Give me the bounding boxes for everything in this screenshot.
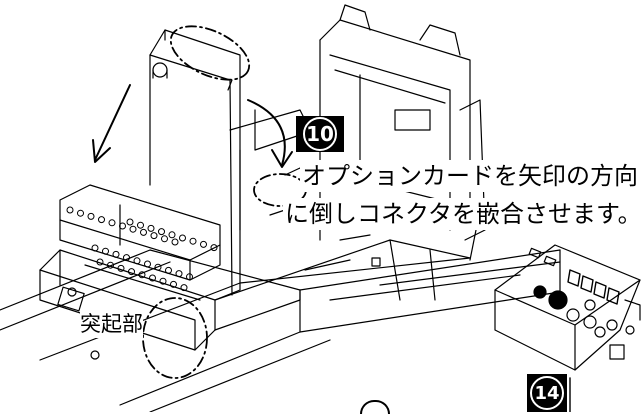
terminal-screw (126, 218, 134, 226)
terminal-screw (147, 224, 155, 232)
step-badge-main-number: 10 (303, 117, 337, 151)
down-arrowhead (92, 139, 111, 163)
terminal-screw (96, 258, 104, 266)
seven-seg-display (567, 269, 620, 305)
curved-arrow (247, 99, 286, 166)
step-badge-main: 10 (296, 116, 344, 152)
terminal-screw (117, 264, 125, 272)
terminal-screw (189, 237, 197, 245)
motion-arrows (92, 84, 293, 168)
terminal-screw (140, 228, 147, 236)
terminal-screw (144, 260, 151, 268)
keypad-dial (548, 290, 568, 310)
protrusion-highlight-circle (142, 297, 208, 379)
top-highlight-circle (169, 25, 251, 81)
terminal-screw (87, 212, 95, 220)
instruction-line-2: に倒しコネクタを嵌合させます。 (283, 198, 642, 230)
terminal-screw (154, 263, 162, 271)
step-badge-bottom-number: 14 (530, 376, 564, 410)
down-arrow (94, 84, 131, 161)
terminal-screw (168, 231, 176, 239)
terminal-screw (159, 277, 167, 285)
lower-housing (39, 239, 471, 360)
protrusion-label: 突起部 (80, 310, 143, 338)
terminal-screw (128, 268, 135, 276)
terminal-screw (123, 254, 130, 262)
keypad-unit (494, 244, 641, 371)
terminal-screw (150, 232, 158, 240)
terminal-screw (108, 219, 116, 227)
terminal-screw (170, 280, 177, 288)
option-card (149, 29, 241, 301)
instruction-line-1: オプションカードを矢印の方向 (300, 160, 640, 192)
terminal-screw (175, 270, 183, 278)
terminal-screw (138, 271, 146, 279)
terminal-blocks (59, 184, 221, 301)
terminal-screw (107, 261, 114, 269)
terminal-screw (200, 240, 207, 248)
terminal-screw (66, 206, 74, 214)
terminal-screw (102, 247, 109, 255)
terminal-screw (186, 273, 193, 281)
step-badge-bottom: 14 (527, 374, 567, 412)
terminal-screw (91, 244, 99, 252)
terminal-screw (165, 266, 172, 274)
terminal-screw (77, 209, 84, 217)
terminal-screw (179, 234, 186, 242)
terminal-screw (129, 225, 137, 233)
terminal-screw (119, 222, 126, 230)
terminal-screw (158, 228, 165, 236)
terminal-screw (98, 216, 105, 224)
terminal-screw (137, 221, 144, 229)
terminal-screw (171, 238, 179, 246)
terminal-screw (149, 274, 156, 282)
terminal-screw (180, 284, 188, 292)
terminal-screw (161, 235, 168, 243)
terminal-screw (210, 244, 218, 252)
curved-arrowhead (271, 149, 293, 168)
terminal-screw (112, 250, 120, 258)
terminal-screw (133, 257, 141, 265)
